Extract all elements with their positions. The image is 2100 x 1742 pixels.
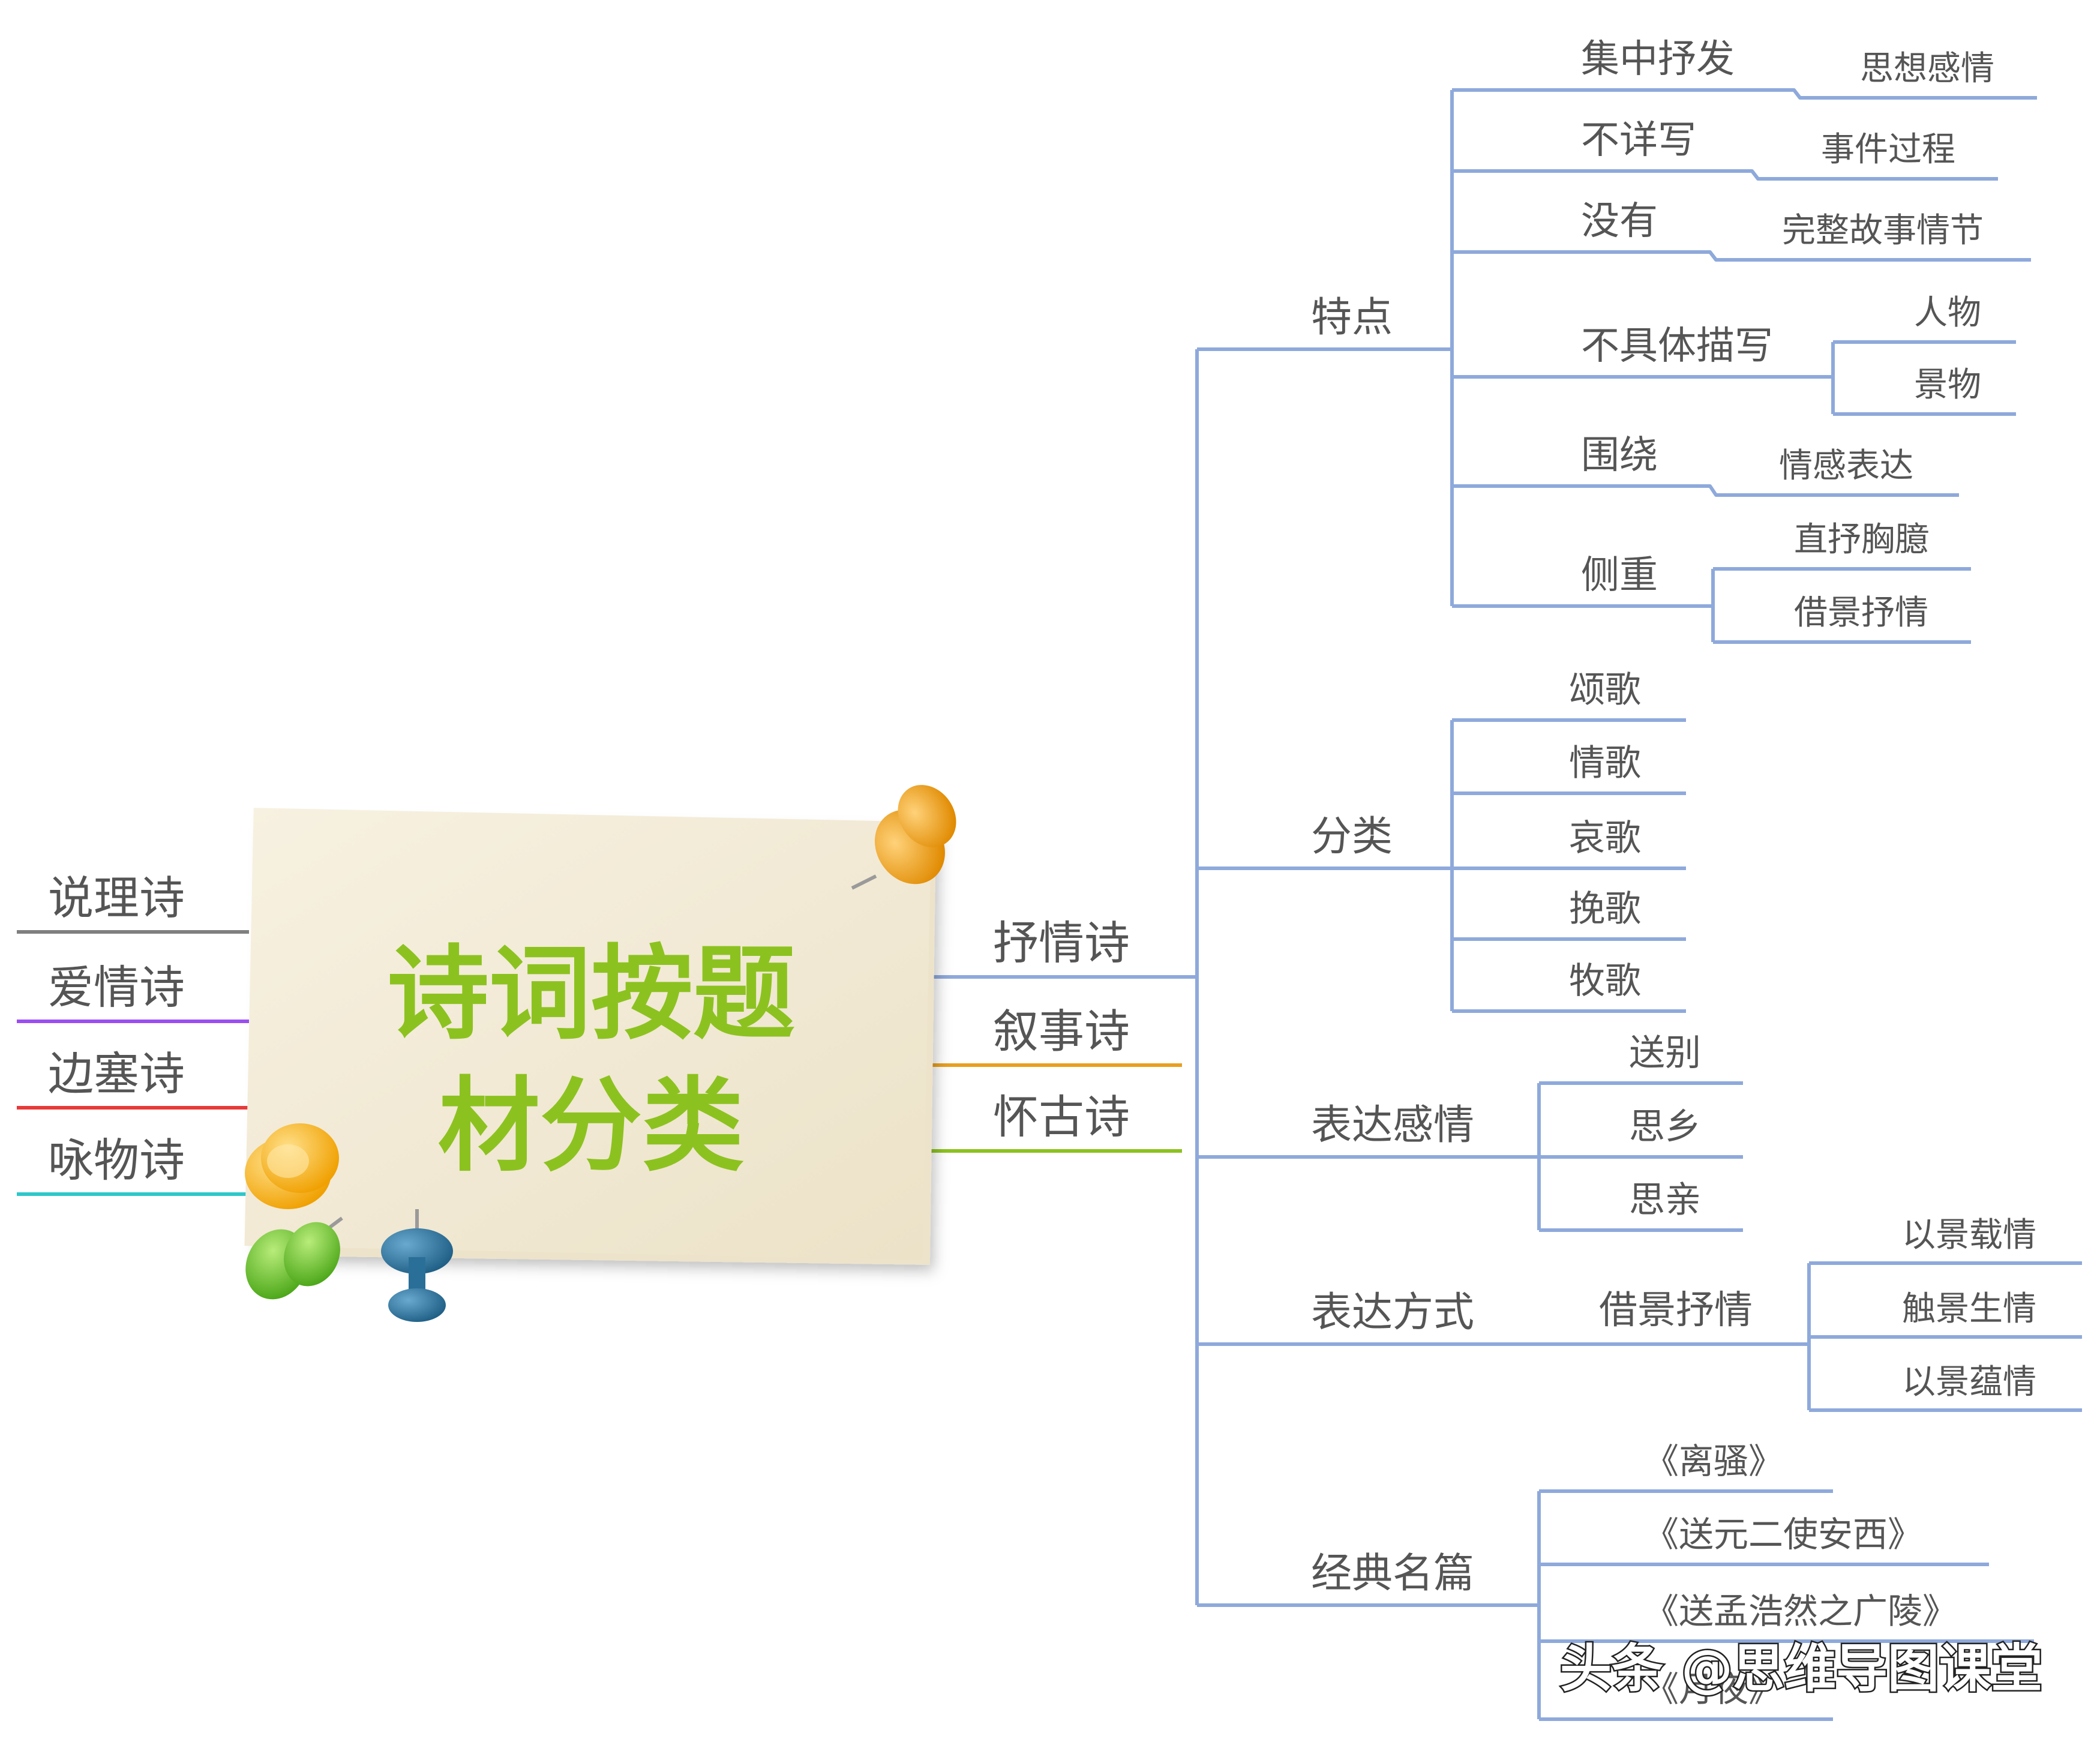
node-classics[interactable]: 经典名篇	[1311, 1550, 1474, 1597]
branch-reasoning[interactable]: 说理诗	[48, 871, 185, 925]
branch-love[interactable]: 爱情诗	[48, 961, 185, 1014]
emotion-2[interactable]: 思乡	[1629, 1106, 1701, 1148]
branch-object[interactable]: 咏物诗	[48, 1134, 185, 1187]
category-4[interactable]: 挽歌	[1569, 888, 1641, 930]
emotion-1[interactable]: 送别	[1629, 1032, 1701, 1074]
connector-f2	[1452, 169, 1998, 181]
pushpin-green-icon	[245, 1216, 343, 1300]
feature-5[interactable]: 围绕	[1581, 433, 1658, 478]
feature-6[interactable]: 侧重	[1581, 553, 1658, 598]
connector-f5	[1452, 484, 1959, 497]
connector-classics	[1539, 1489, 2034, 1721]
connector-f4-children	[1831, 340, 2016, 416]
pushpin-orange-icon	[851, 785, 956, 890]
method-child-3[interactable]: 以景蕴情	[1902, 1363, 2036, 1402]
classic-1[interactable]: 《离骚》	[1644, 1441, 1783, 1482]
central-title-line2: 材分类	[438, 1066, 744, 1186]
category-3[interactable]: 哀歌	[1569, 817, 1641, 859]
feature-5-detail[interactable]: 情感表达	[1779, 446, 1913, 485]
feature-4-detail-2[interactable]: 景物	[1914, 365, 1981, 404]
node-methods[interactable]: 表达方式	[1311, 1289, 1474, 1336]
classic-2[interactable]: 《送元二使安西》	[1644, 1514, 1922, 1555]
feature-4-detail-1[interactable]: 人物	[1914, 293, 1981, 332]
central-title-line1: 诗词按题	[387, 934, 795, 1054]
central-note[interactable]: 诗词按题 材分类	[244, 808, 937, 1265]
connector-f6-children	[1711, 567, 1971, 644]
emotion-3[interactable]: 思亲	[1629, 1179, 1701, 1221]
category-1[interactable]: 颂歌	[1569, 669, 1641, 711]
connector-f3	[1452, 250, 2031, 262]
branch-nostalgic[interactable]: 怀古诗	[993, 1090, 1130, 1144]
note-paper	[244, 808, 932, 1260]
method-child-1[interactable]: 以景载情	[1902, 1216, 2036, 1255]
branch-frontier[interactable]: 边塞诗	[48, 1047, 185, 1101]
pushpin-blue-icon	[381, 1209, 453, 1322]
node-categories[interactable]: 分类	[1311, 813, 1393, 860]
feature-1-detail[interactable]: 思想感情	[1860, 49, 1994, 88]
node-emotions[interactable]: 表达感情	[1311, 1102, 1474, 1149]
feature-6-detail-1[interactable]: 直抒胸臆	[1794, 520, 1928, 559]
connector-method-children	[1809, 1261, 2082, 1412]
classic-3[interactable]: 《送孟浩然之广陵》	[1644, 1591, 1957, 1632]
feature-2-detail[interactable]: 事件过程	[1821, 130, 1955, 169]
feature-3-detail[interactable]: 完整故事情节	[1782, 211, 1984, 250]
connector-emo	[1539, 1081, 1743, 1232]
branch-narrative[interactable]: 叙事诗	[993, 1005, 1130, 1058]
feature-4[interactable]: 不具体描写	[1581, 324, 1773, 368]
category-2[interactable]: 情歌	[1569, 742, 1641, 784]
connector-f1	[1452, 88, 2037, 100]
connector-cat	[1452, 718, 1686, 1013]
branch-lyric[interactable]: 抒情诗	[993, 916, 1130, 970]
node-features[interactable]: 特点	[1311, 294, 1393, 341]
category-5[interactable]: 牧歌	[1569, 960, 1641, 1002]
watermark: 头条 @思维导图课堂	[1560, 1639, 2042, 1699]
pushpin-yellow-icon	[245, 1123, 339, 1209]
method-item[interactable]: 借景抒情	[1599, 1288, 1753, 1333]
classic-4[interactable]: 《月夜》	[1644, 1669, 1783, 1710]
feature-2[interactable]: 不详写	[1581, 118, 1696, 163]
method-child-2[interactable]: 触景生情	[1902, 1290, 2036, 1329]
feature-3[interactable]: 没有	[1581, 199, 1658, 244]
feature-6-detail-2[interactable]: 借景抒情	[1794, 593, 1928, 632]
feature-1[interactable]: 集中抒发	[1581, 37, 1735, 82]
